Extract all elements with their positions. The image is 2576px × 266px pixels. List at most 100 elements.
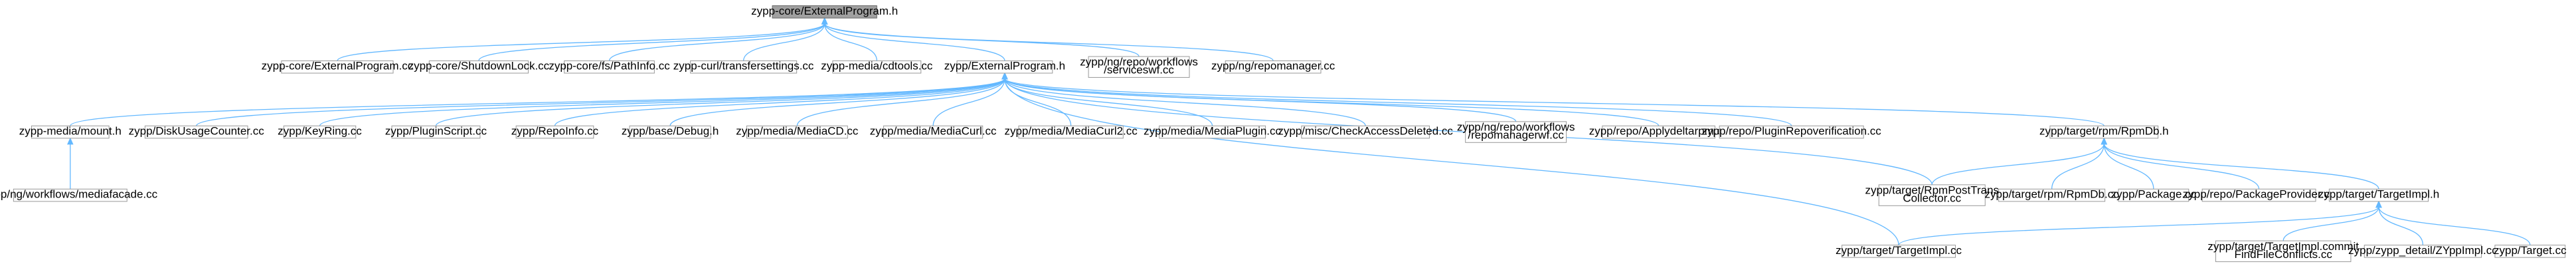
graph-node-n-applydelta[interactable]: zypp/repo/Applydeltarpm.cc bbox=[1589, 125, 1729, 139]
graph-node-n-mediafacade[interactable]: zypp/ng/workflows/mediafacade.cc bbox=[0, 188, 158, 202]
graph-node-n-zyppimpl[interactable]: zypp/zypp_detail/ZYppImpl.cc bbox=[2348, 244, 2498, 258]
node-label: /repomanagerwf.cc bbox=[1468, 129, 1564, 142]
edge-n-checkaccess-to-n-zypp-extprog-h bbox=[1004, 78, 1366, 126]
edge-n-mediacd-to-n-zypp-extprog-h bbox=[796, 78, 1005, 126]
arrowhead-icon bbox=[2101, 137, 2108, 145]
node-box bbox=[1878, 184, 1986, 206]
node-box bbox=[1018, 125, 1124, 139]
graph-node-n-diskusage[interactable]: zypp/DiskUsageCounter.cc bbox=[129, 125, 265, 139]
graph-node-n-servicewf[interactable]: zypp/ng/repo/workflows/serviceswf.cc bbox=[1080, 56, 1198, 78]
node-label: zypp/Target.cc bbox=[2494, 244, 2567, 257]
node-label: zypp/misc/CheckAccessDeleted.cc bbox=[1278, 125, 1453, 138]
node-label: zypp/Package.cc bbox=[2111, 188, 2197, 201]
graph-node-n-package[interactable]: zypp/Package.cc bbox=[2111, 188, 2197, 202]
graph-node-n-repomanager[interactable]: zypp/ng/repomanager.cc bbox=[1211, 60, 1335, 74]
node-label: zypp-media/mount.h bbox=[19, 125, 122, 138]
node-label: zypp/repo/Applydeltarpm.cc bbox=[1589, 125, 1729, 138]
graph-node-n-rpmdb-cc[interactable]: zypp/target/rpm/RpmDb.cc bbox=[1985, 188, 2120, 202]
graph-node-n-target-cc[interactable]: zypp/Target.cc bbox=[2494, 244, 2567, 258]
edge-n-rpmdb-cc-to-n-rpmdb-h bbox=[2051, 143, 2104, 190]
node-label: zypp/ng/repomanager.cc bbox=[1211, 60, 1335, 72]
edge-n-targetimpl-h-to-n-rpmdb-h bbox=[2103, 143, 2379, 190]
graph-node-n-rpmdb-h[interactable]: zypp/target/rpm/RpmDb.h bbox=[2039, 125, 2169, 139]
edge-n-zyppimpl-to-n-targetimpl-h bbox=[2378, 206, 2424, 245]
node-box bbox=[690, 60, 798, 74]
node-label: zypp-core/fs/PathInfo.cc bbox=[549, 60, 670, 72]
edge-n-target-cc-to-n-targetimpl-h bbox=[2378, 206, 2531, 245]
node-label: zypp/media/MediaCD.cc bbox=[736, 125, 859, 138]
graph-node-n-checkaccess[interactable]: zypp/misc/CheckAccessDeleted.cc bbox=[1278, 125, 1453, 139]
graph-node-n-keyring[interactable]: zypp/KeyRing.cc bbox=[278, 125, 362, 139]
edge-n-targetimpl-cc-to-n-targetimpl-h bbox=[1898, 206, 2379, 246]
graph-node-n-mount-h[interactable]: zypp-media/mount.h bbox=[19, 125, 122, 139]
node-box bbox=[13, 188, 128, 202]
node-label: zypp/ng/repo/workflows bbox=[1080, 56, 1198, 68]
node-box bbox=[772, 5, 877, 19]
node-label: zypp/repo/PackageProvider.cc bbox=[2183, 188, 2336, 201]
node-label: zypp/ng/repo/workflows bbox=[1457, 121, 1575, 134]
node-box bbox=[1465, 121, 1567, 143]
graph-node-n-pkgprovider[interactable]: zypp/repo/PackageProvider.cc bbox=[2183, 188, 2336, 202]
edge-n-mediaplugin-to-n-zypp-extprog-h bbox=[1004, 78, 1213, 126]
node-label: zypp/KeyRing.cc bbox=[278, 125, 362, 138]
node-box bbox=[428, 60, 529, 74]
graph-node-n-pathinfo[interactable]: zypp-core/fs/PathInfo.cc bbox=[549, 60, 670, 74]
graph-node-n-zypp-extprog-h[interactable]: zypp/ExternalProgram.h bbox=[944, 60, 1065, 74]
graph-nodes: zypp-core/ExternalProgram.h zypp-core/Ext… bbox=[0, 5, 2567, 263]
edge-n-pathinfo-to-root bbox=[608, 23, 825, 61]
graph-node-n-pluginscript[interactable]: zypp/PluginScript.cc bbox=[385, 125, 487, 139]
node-label: zypp-curl/transfersettings.cc bbox=[673, 60, 814, 72]
graph-node-n-transfersettings[interactable]: zypp-curl/transfersettings.cc bbox=[673, 60, 814, 74]
node-box bbox=[31, 125, 110, 139]
edge-n-shutdownlock-to-root bbox=[478, 23, 825, 61]
edge-n-rpmdb-h-to-n-zypp-extprog-h bbox=[1004, 78, 2104, 126]
edge-n-debug-h-to-n-zypp-extprog-h bbox=[669, 78, 1005, 126]
edge-n-cdtools-to-root bbox=[824, 23, 877, 61]
graph-node-n-commitfind[interactable]: zypp/target/TargetImpl.commitFindFileCon… bbox=[2207, 240, 2359, 263]
node-box bbox=[281, 60, 394, 74]
arrowhead-icon bbox=[2375, 200, 2382, 208]
node-label: zypp/target/TargetImpl.commit bbox=[2207, 240, 2359, 253]
graph-node-n-debug-h[interactable]: zypp/base/Debug.h bbox=[622, 125, 719, 139]
edge-n-package-to-n-rpmdb-h bbox=[2103, 143, 2154, 190]
edge-n-commitfind-to-n-targetimpl-h bbox=[2282, 206, 2379, 241]
node-label: zypp/media/MediaCurl.cc bbox=[870, 125, 997, 138]
graph-node-n-pluginrepover[interactable]: zypp/repo/PluginRepoverification.cc bbox=[1702, 125, 1882, 139]
node-label: zypp/target/TargetImpl.cc bbox=[1836, 244, 1962, 257]
edge-n-diskusage-to-n-zypp-extprog-h bbox=[196, 78, 1005, 126]
graph-node-n-extprog-cc[interactable]: zypp-core/ExternalProgram.cc bbox=[262, 60, 414, 74]
graph-node-n-mediacurl[interactable]: zypp/media/MediaCurl.cc bbox=[870, 125, 997, 139]
graph-node-n-targetimpl-h[interactable]: zypp/target/TargetImpl.h bbox=[2318, 188, 2439, 202]
graph-node-n-mediacd[interactable]: zypp/media/MediaCD.cc bbox=[736, 125, 859, 139]
node-label: zypp/ng/workflows/mediafacade.cc bbox=[0, 188, 158, 201]
node-box bbox=[1842, 245, 1956, 258]
graph-node-n-targetimpl-cc[interactable]: zypp/target/TargetImpl.cc bbox=[1836, 244, 1962, 258]
edge-n-rpmposttrans-to-n-rpmdb-h bbox=[1931, 143, 2104, 185]
node-box bbox=[883, 125, 984, 139]
edge-n-mount-h-to-n-zypp-extprog-h bbox=[70, 78, 1005, 126]
edge-n-extprog-cc-to-root bbox=[337, 23, 825, 61]
node-label: zypp/target/RpmPostTrans bbox=[1865, 184, 1999, 197]
edge-n-pluginscript-to-n-zypp-extprog-h bbox=[435, 78, 1005, 126]
node-box bbox=[515, 125, 594, 139]
node-box bbox=[2118, 188, 2190, 202]
node-box bbox=[832, 60, 922, 74]
node-box bbox=[564, 60, 655, 74]
node-label: zypp-core/ExternalProgram.h bbox=[751, 5, 898, 17]
graph-node-n-mediaplugin[interactable]: zypp/media/MediaPlugin.cc bbox=[1144, 125, 1282, 139]
graph-node-root[interactable]: zypp-core/ExternalProgram.h bbox=[751, 5, 898, 19]
arrowhead-icon bbox=[821, 17, 828, 25]
graph-node-n-repomanagerwf[interactable]: zypp/ng/repo/workflows/repomanagerwf.cc bbox=[1457, 121, 1575, 143]
graph-node-n-cdtools[interactable]: zypp-media/cdtools.cc bbox=[821, 60, 933, 74]
arrowhead-icon bbox=[67, 137, 74, 145]
graph-node-n-mediacurl2[interactable]: zypp/media/MediaCurl2.cc bbox=[1004, 125, 1138, 139]
node-box bbox=[2494, 245, 2566, 258]
node-label: zypp/DiskUsageCounter.cc bbox=[129, 125, 265, 138]
node-box bbox=[2201, 188, 2316, 202]
graph-node-n-shutdownlock[interactable]: zypp-core/ShutdownLock.cc bbox=[408, 60, 550, 74]
graph-node-n-repoinfo[interactable]: zypp/RepoInfo.cc bbox=[511, 125, 599, 139]
node-label: zypp/ExternalProgram.h bbox=[944, 60, 1065, 72]
node-label: Collector.cc bbox=[1903, 192, 1961, 205]
